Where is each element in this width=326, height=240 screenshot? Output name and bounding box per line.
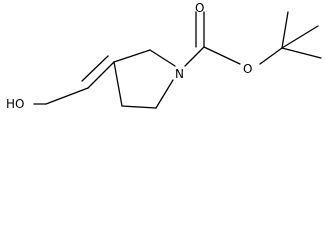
bond-ring-c2-n1 [149, 49, 176, 67]
bond-ring-n1-c5 [155, 79, 174, 109]
bond-carbonyl-c-to-ester-o [203, 46, 241, 65]
atom-labels-group: HO N O O [6, 1, 252, 111]
bonds-group [33, 11, 322, 109]
bond-ester-o-to-quaternary-c [259, 47, 283, 65]
bond-ring-c3-c2 [113, 49, 151, 63]
chemical-structure-diagram: HO N O O [6, 1, 322, 111]
bond-exocyclic-double-2 [81, 55, 109, 82]
bond-quaternary-c-to-methyl-right [281, 47, 322, 59]
structure-svg: HO N O O [6, 1, 322, 111]
atom-label-ester-oxygen: O [243, 62, 252, 76]
bond-quaternary-c-to-methyl-upper-right [281, 25, 319, 49]
bond-ring-c4-c3 [113, 61, 123, 107]
bond-ring-c5-c4 [121, 105, 157, 109]
bond-n-to-carbonyl-c [184, 46, 205, 67]
atom-label-hydroxyl: HO [6, 97, 24, 111]
bond-ch2-to-vinyl-ch [45, 87, 89, 105]
atom-label-ring-nitrogen: N [175, 67, 184, 81]
atom-label-carbonyl-oxygen: O [195, 1, 204, 15]
bond-exocyclic-double-1 [87, 61, 115, 89]
bond-quaternary-c-to-methyl-top [281, 11, 289, 49]
